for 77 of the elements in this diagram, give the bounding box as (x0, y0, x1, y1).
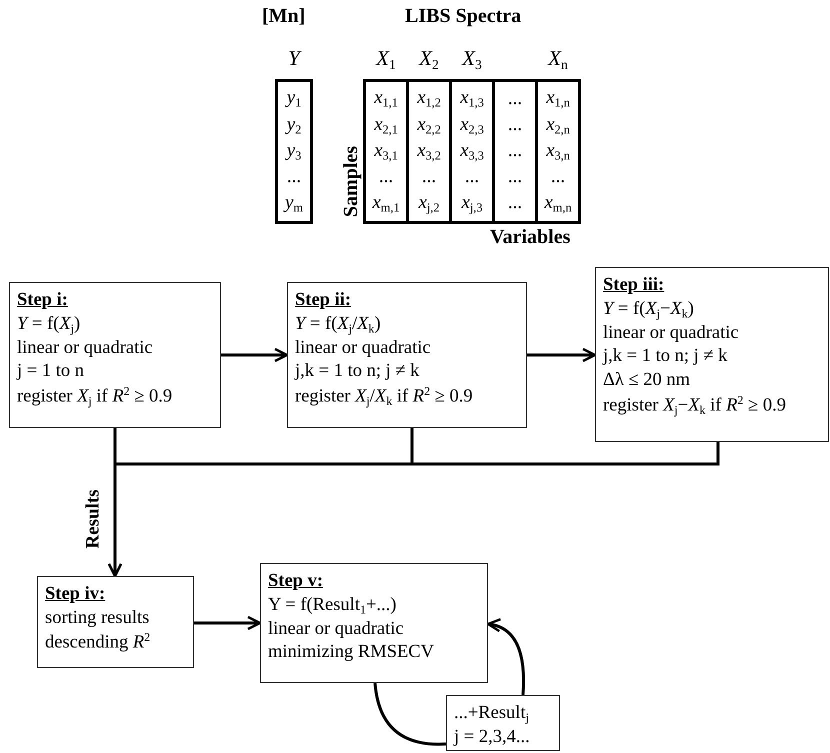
matrix-value: x$_{1,n}$ (546, 87, 570, 111)
step-heading: Step iii: (603, 274, 666, 297)
step-box (595, 267, 829, 442)
text-label: [Mn] (262, 5, 306, 28)
step-heading: Step iv: (45, 583, 106, 606)
text-label: Variables (490, 226, 570, 249)
matrix-value: ... (378, 166, 394, 190)
arrow (486, 618, 525, 696)
iteration-box (446, 695, 560, 751)
step-heading: Step i: (17, 289, 69, 312)
matrix-value: x$_{3,2}$ (417, 140, 441, 164)
matrix-value: ... (508, 192, 522, 216)
step-heading: Step ii: (295, 289, 352, 312)
step-text: linear or quadratic (268, 618, 405, 641)
arrow (108, 442, 720, 578)
matrix-value: x$_{1,3}$ (460, 87, 484, 111)
step-text: register X$_{j}$/X$_{k}$ if R$^{2}$ ≥ 0.9 (295, 384, 474, 410)
column-header: X$_{2}$ (418, 46, 440, 74)
matrix-value: ... (508, 140, 522, 163)
step-text: j = 1 to n (17, 360, 85, 384)
step-text: minimizing RMSECV (268, 641, 436, 664)
matrix-value: x$_{1,2}$ (417, 87, 441, 111)
matrix-value: y$_{2}$ (286, 114, 302, 138)
step-text: j = 2,3,4... (454, 726, 531, 749)
matrix-value: y$_{m}$ (284, 192, 304, 216)
step-text: linear or quadratic (603, 322, 740, 345)
matrix-value: x$_{2,3}$ (460, 114, 484, 138)
matrix-value: y$_{3}$ (286, 140, 302, 164)
step-box (287, 282, 527, 428)
step-text: Y = f(X$_{j}$/X$_{k}$) (295, 312, 382, 337)
step-text: j,k = 1 to n; j ≠ k (603, 345, 728, 368)
matrix-value: ... (508, 88, 522, 110)
column-header: X$_{1}$ (374, 46, 397, 74)
step-text: sorting results (45, 606, 150, 630)
arrow (194, 616, 262, 630)
arrow (527, 348, 596, 362)
connector-line (374, 682, 446, 746)
matrix-value: x$_{m,n}$ (544, 192, 572, 216)
matrix-value: x$_{1,1}$ (374, 87, 398, 111)
matrix-value: x$_{2,2}$ (417, 114, 441, 138)
matrix-value: x$_{3,1}$ (374, 140, 398, 164)
matrix-column (492, 79, 538, 224)
matrix-value: ... (286, 166, 302, 190)
matrix-value: ... (464, 166, 480, 190)
matrix-value: x$_{2,n}$ (546, 114, 570, 138)
step-box (9, 282, 221, 428)
step-text: linear or quadratic (295, 336, 432, 360)
column-header: X$_{n}$ (546, 46, 569, 74)
text-label: Samples (340, 146, 364, 218)
step-text: Y = f(X$_{j}$) (17, 312, 82, 337)
step-text: descending R$^{2}$ (45, 630, 152, 655)
matrix-value: x$_{2,1}$ (374, 114, 398, 138)
step-box (260, 563, 488, 683)
step-text: register X$_{j}$−X$_{k}$ if R$^{2}$ ≥ 0.9 (603, 392, 787, 418)
matrix-value: x$_{3,n}$ (546, 140, 570, 164)
step-box (37, 576, 194, 668)
text-label: LIBS Spectra (405, 5, 522, 28)
arrow (221, 348, 288, 362)
step-heading: Step v: (268, 570, 324, 593)
column-header: X$_{3}$ (460, 46, 483, 74)
step-text: register X$_{j}$ if R$^{2}$ ≥ 0.9 (17, 384, 174, 410)
step-text: Δλ ≤ 20 nm (603, 369, 692, 392)
matrix-value: x$_{j,3}$ (461, 192, 483, 216)
column-header: Y (287, 46, 302, 71)
matrix-value: y$_{1}$ (286, 87, 302, 111)
step-text: j,k = 1 to n; j ≠ k (295, 360, 420, 384)
matrix-value: ... (508, 114, 522, 137)
step-text: Y = f(Result$_{1}$+...) (268, 594, 398, 618)
matrix-value: x$_{j,2}$ (418, 192, 440, 216)
matrix-value: ... (508, 166, 522, 190)
matrix-value: ... (422, 166, 436, 190)
matrix-value: x$_{m,1}$ (372, 192, 400, 216)
matrix-value: ... (550, 166, 566, 190)
step-text: Y = f(X$_{j}$−X$_{k}$) (603, 298, 695, 322)
matrix-value: x$_{3,3}$ (460, 140, 484, 164)
step-text: linear or quadratic (17, 336, 154, 360)
step-text: ...+Result$_{j}$ (454, 702, 530, 726)
